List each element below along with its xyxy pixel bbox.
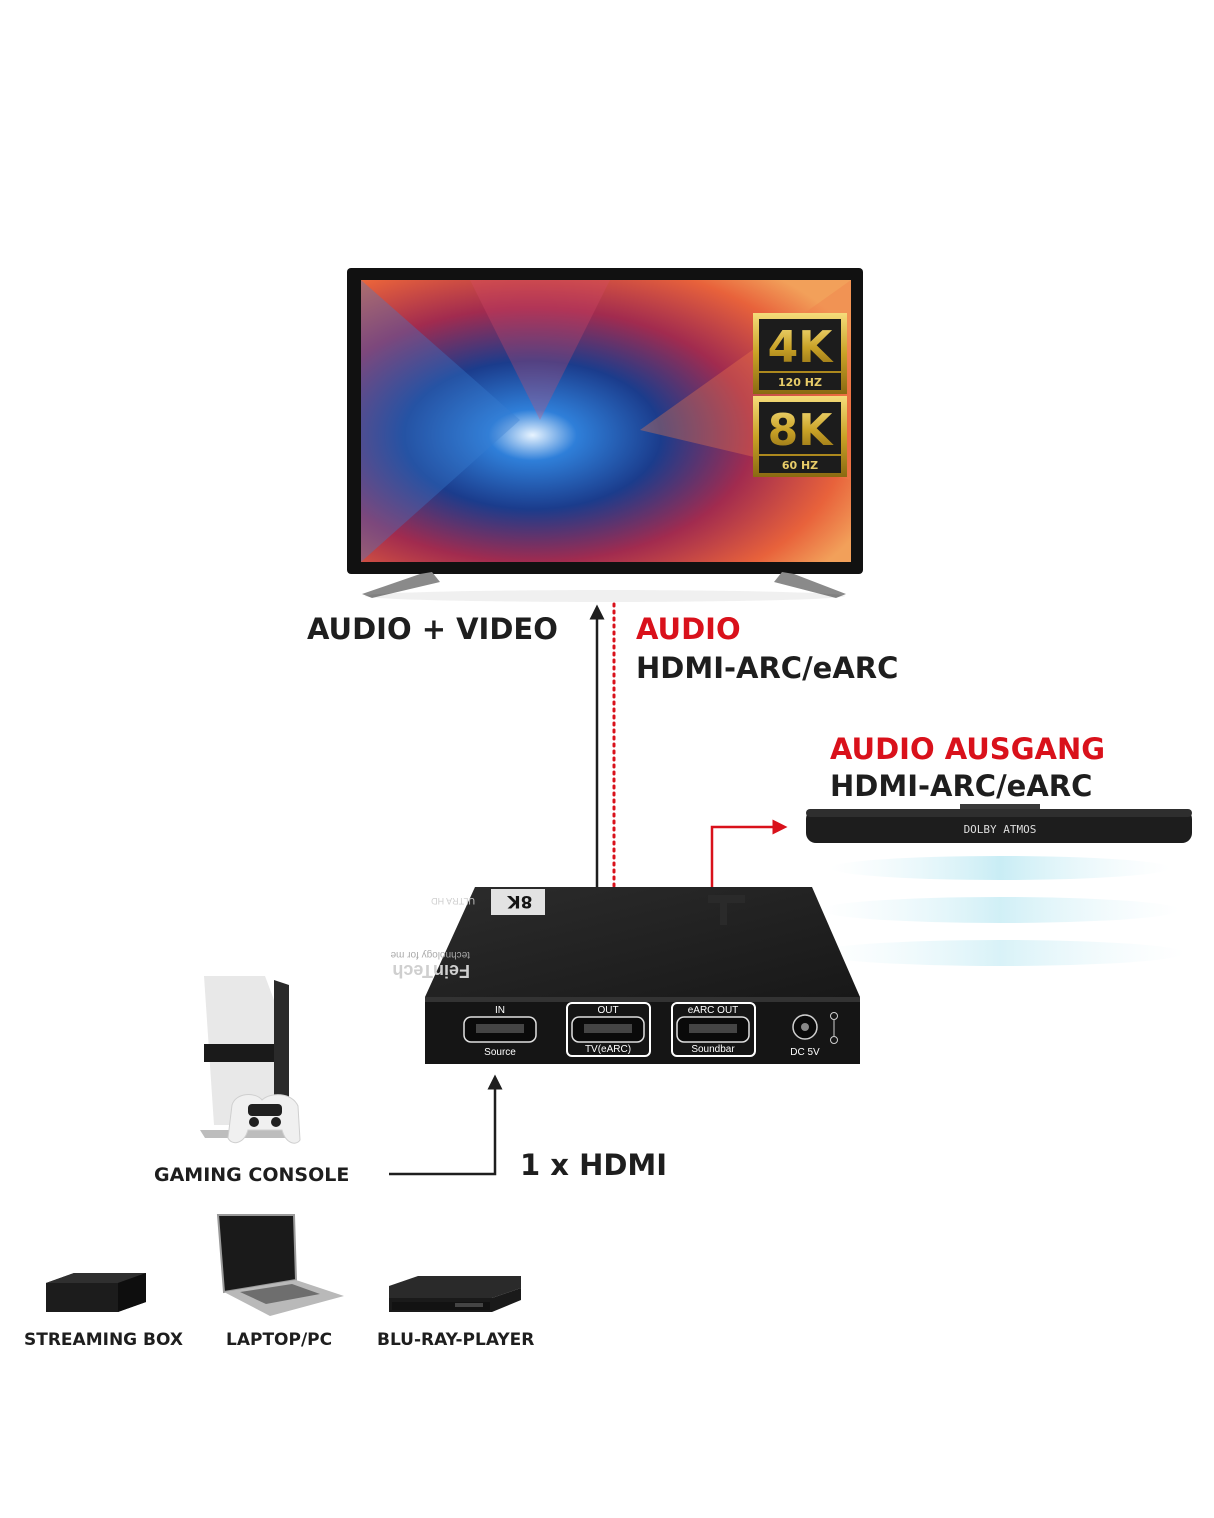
audio-label: AUDIO [636,612,741,646]
bluray-label: BLU-RAY-PLAYER [377,1330,535,1350]
badge-4k: 4K 120 HZ [753,313,847,394]
port-in-bottom: Source [484,1047,516,1058]
hdmi-arc-label-2: HDMI-ARC/eARC [830,769,1093,803]
badge-8k-big: 8K [768,405,835,456]
power-label: DC 5V [790,1047,820,1058]
extender-device: FeinTech technology for me 8K ULTRA HD I… [390,887,860,1064]
streaming-box-label: STREAMING BOX [24,1330,183,1350]
port-out-top: OUT [597,1005,618,1016]
badge-8k: 8K 60 HZ [753,396,847,477]
port-out[interactable]: OUT TV(eARC) [566,1002,651,1057]
soundbar: DOLBY ATMOS [806,804,1192,843]
gaming-console-label: GAMING CONSOLE [154,1164,350,1186]
badge-4k-big: 4K [768,322,835,373]
port-earc-out[interactable]: eARC OUT Soundbar [671,1002,756,1057]
tv-foot-left [362,572,440,598]
power-port[interactable]: DC 5V [790,1012,838,1059]
tv-foot-right [774,572,846,598]
badge-8k-small: 60 HZ [782,459,818,472]
device-badge-small: ULTRA HD [431,896,475,906]
device-tagline: technology for me [390,949,470,960]
bluray-player-image [389,1276,521,1312]
audio-ausgang-label: AUDIO AUSGANG [830,732,1106,766]
audio-video-label: AUDIO + VIDEO [307,612,558,646]
port-in-top: IN [495,1005,505,1016]
device-badge-big: 8K [507,891,533,911]
hdmi-arc-label-1: HDMI-ARC/eARC [636,651,899,685]
port-earc-top: eARC OUT [688,1005,739,1016]
port-in[interactable]: IN Source [463,1005,537,1058]
port-out-bottom: TV(eARC) [585,1044,631,1055]
soundbar-waves [815,856,1185,966]
laptop-image [216,1214,344,1316]
tv: 4K 120 HZ 8K 60 HZ [347,268,863,602]
laptop-label: LAPTOP/PC [226,1330,333,1350]
one-hdmi-label: 1 x HDMI [520,1148,668,1182]
hdmi-input-arrow [389,1074,503,1176]
device-brand: FeinTech [392,961,470,981]
streaming-box-image [46,1273,146,1312]
port-earc-bottom: Soundbar [691,1044,735,1055]
soundbar-display: DOLBY ATMOS [964,823,1037,836]
badge-4k-small: 120 HZ [778,376,822,389]
gaming-console-image [200,976,301,1144]
